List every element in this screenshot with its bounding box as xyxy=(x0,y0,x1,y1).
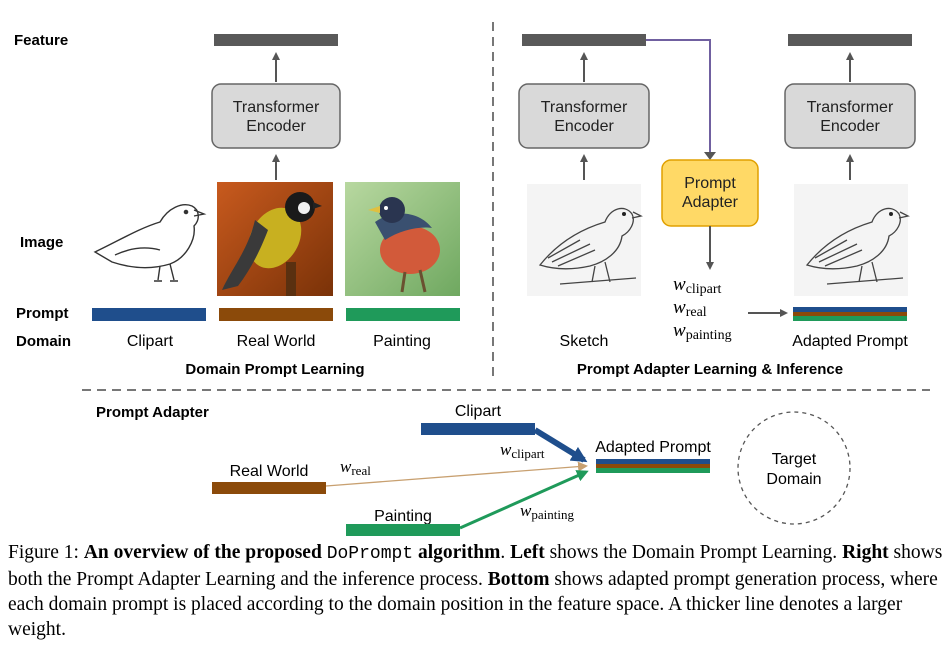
section-title-left: Domain Prompt Learning xyxy=(185,361,364,378)
row-label-feature: Feature xyxy=(14,32,68,49)
arrow-painting-weight xyxy=(459,470,589,530)
row-label-image: Image xyxy=(20,234,63,251)
domain-label-real-world: Real World xyxy=(237,333,316,350)
target-domain-circle: Target Domain xyxy=(737,411,851,525)
row-label-prompt: Prompt xyxy=(16,305,69,322)
feature-bar-adapted xyxy=(788,34,912,46)
sketch-bird-image xyxy=(527,184,643,296)
bottom-bar-painting xyxy=(346,524,460,536)
domain-label-sketch: Sketch xyxy=(560,333,609,350)
adapter-input-arrowhead xyxy=(704,152,716,160)
transformer-encoder-adapted: Transformer Encoder xyxy=(784,83,916,149)
svg-text:Prompt: Prompt xyxy=(684,175,736,192)
caption-bold-intro: An overview of the proposed xyxy=(83,542,322,563)
section-title-bottom: Prompt Adapter xyxy=(96,404,209,421)
bottom-label-adapted-prompt: Adapted Prompt xyxy=(595,439,711,456)
svg-text:Transformer: Transformer xyxy=(807,99,894,116)
section-title-right: Prompt Adapter Learning & Inference xyxy=(577,361,843,378)
prompt-bar-painting xyxy=(346,308,460,321)
caption-bottom-word: Bottom xyxy=(487,569,550,590)
domain-label-painting: Painting xyxy=(373,333,431,350)
caption-algo-name: DoPrompt xyxy=(326,544,414,564)
bottom-adapted-prompt-bar xyxy=(596,459,710,473)
caption-left-text: shows the Domain Prompt Learning. xyxy=(549,542,838,563)
transformer-encoder-left: Transformer Encoder xyxy=(211,83,341,149)
weight-painting-bottom: wpainting xyxy=(520,501,574,522)
feature-bar-left xyxy=(214,34,338,46)
bottom-label-real-world: Real World xyxy=(230,463,309,480)
svg-text:Transformer: Transformer xyxy=(541,99,628,116)
svg-text:Domain: Domain xyxy=(766,471,821,488)
arrow-clipart-weight xyxy=(533,427,588,463)
caption-bold-algo: algorithm xyxy=(417,542,501,563)
overview-diagram: Feature Image Prompt Domain Transformer … xyxy=(14,22,930,536)
bottom-label-painting: Painting xyxy=(374,508,432,525)
sketch-bird-image-inference xyxy=(794,184,910,296)
svg-text:Encoder: Encoder xyxy=(820,118,880,135)
weight-real-right: wreal xyxy=(673,297,707,320)
weight-clipart-right: wclipart xyxy=(673,274,722,297)
clipart-bird-image xyxy=(93,204,207,282)
svg-text:Encoder: Encoder xyxy=(246,118,306,135)
feature-bar-sketch xyxy=(522,34,646,46)
row-label-domain: Domain xyxy=(16,333,71,350)
domain-label-clipart: Clipart xyxy=(127,333,174,350)
svg-text:Target: Target xyxy=(772,451,817,468)
prompt-adapter-box: Prompt Adapter xyxy=(661,159,759,227)
prompt-bar-clipart xyxy=(92,308,206,321)
prompt-bar-real-world xyxy=(219,308,333,321)
domain-label-adapted-prompt: Adapted Prompt xyxy=(792,333,908,350)
caption-left-word: Left xyxy=(510,542,545,563)
caption-right-text: shows both the Prompt Adapter Learning a… xyxy=(8,542,943,590)
adapted-prompt-bar-right xyxy=(793,307,907,321)
figure-caption: Figure 1: An overview of the proposed Do… xyxy=(8,542,943,640)
transformer-encoder-sketch: Transformer Encoder xyxy=(518,83,650,149)
bottom-bar-real-world xyxy=(212,482,326,494)
svg-text:Transformer: Transformer xyxy=(233,99,320,116)
caption-bottom-text: shows adapted prompt generation process,… xyxy=(8,569,938,640)
painting-bird-image xyxy=(345,182,460,296)
weight-clipart-bottom: wclipart xyxy=(500,440,545,461)
arrow-real-weight xyxy=(325,461,588,487)
feature-to-adapter-link xyxy=(646,39,711,156)
svg-text:Encoder: Encoder xyxy=(554,118,614,135)
caption-right-word: Right xyxy=(842,542,889,563)
weight-painting-right: wpainting xyxy=(673,320,732,343)
caption-figure-label: Figure 1: xyxy=(8,542,79,563)
real-world-bird-image xyxy=(217,182,333,296)
svg-text:Adapter: Adapter xyxy=(682,194,739,211)
weight-real-bottom: wreal xyxy=(340,457,371,478)
bottom-label-clipart: Clipart xyxy=(455,403,502,420)
bottom-bar-clipart xyxy=(421,423,535,435)
